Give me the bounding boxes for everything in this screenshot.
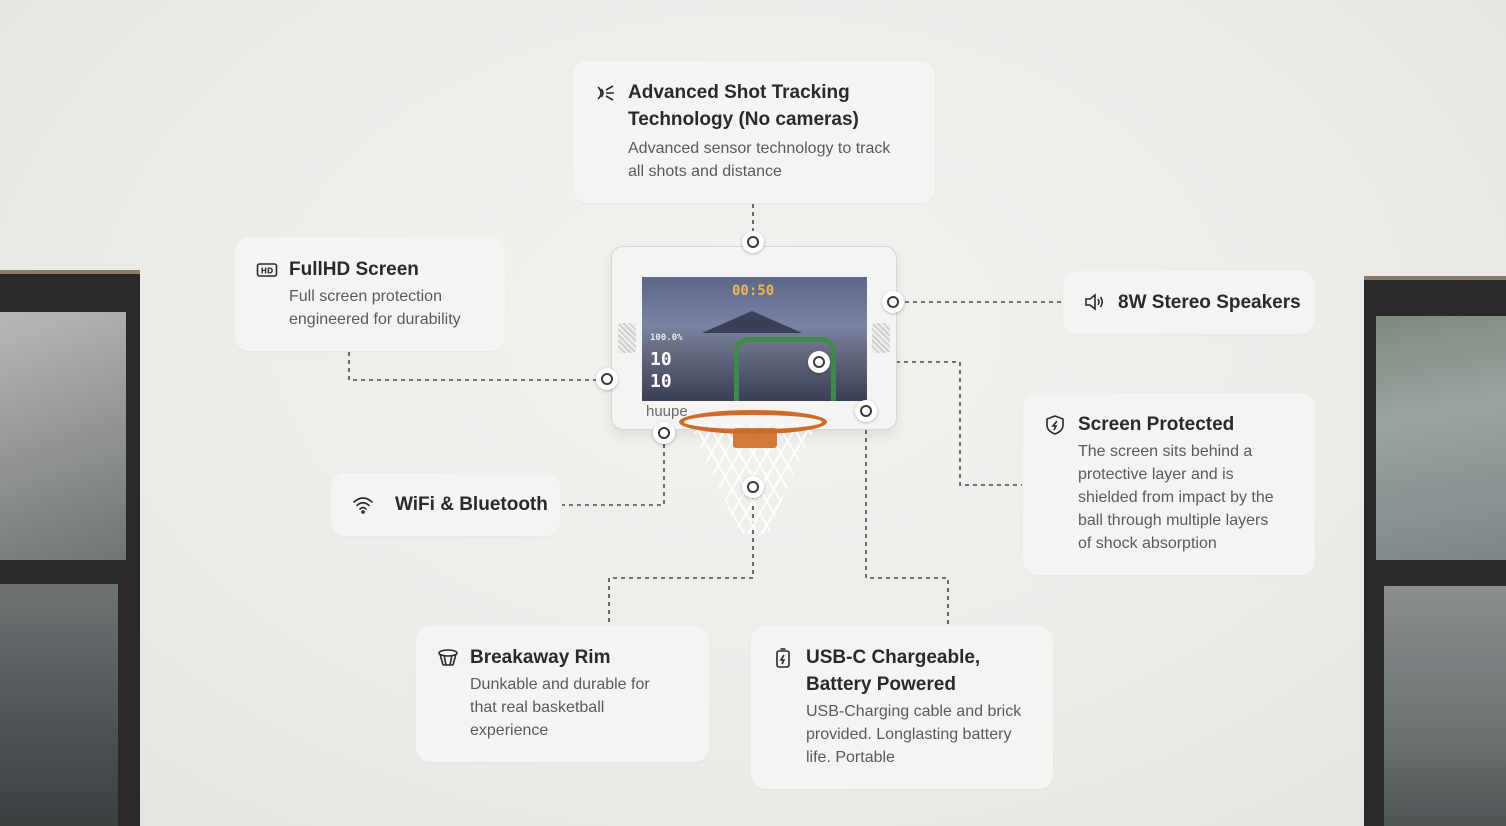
card-desc-line: Dunkable and durable for: [470, 676, 650, 693]
card-desc: Advanced sensor technology to track all …: [628, 137, 924, 183]
window-pane: [0, 584, 118, 826]
card-desc-line: that real basketball: [470, 699, 605, 716]
card-desc-line: Full screen protection: [289, 288, 442, 305]
card-desc-line: ball through multiple layers: [1078, 512, 1269, 529]
shots-attempted: 10: [650, 371, 672, 392]
card-desc-line: experience: [470, 722, 549, 739]
right-window: [1364, 276, 1506, 826]
callout-dot-speakers: [882, 291, 904, 313]
card-desc-line: of shock absorption: [1078, 535, 1217, 552]
feature-card-shot-tracking: Advanced Shot Tracking Technology (No ca…: [573, 61, 935, 203]
game-timer: 00:50: [732, 283, 775, 299]
card-desc: Dunkable and durable for that real baske…: [470, 673, 704, 742]
card-title: Advanced Shot Tracking: [628, 82, 850, 103]
basketball-rim: [679, 410, 827, 434]
callout-dot-tracking: [742, 231, 764, 253]
feature-card-usb-c: USB-C Chargeable, Battery Powered USB-Ch…: [751, 626, 1053, 789]
feature-card-fullhd-screen: HD FullHD Screen Full screen protection …: [235, 237, 505, 351]
left-window: [0, 270, 140, 826]
card-desc-line: provided. Longlasting battery: [806, 726, 1012, 743]
card-desc-line: life. Portable: [806, 749, 895, 766]
wifi-icon: [352, 494, 374, 516]
callout-dot-screen: [596, 368, 618, 390]
card-title: Screen Protected: [1078, 414, 1235, 435]
feature-card-wifi-bluetooth: WiFi & Bluetooth: [331, 473, 560, 536]
svg-text:HD: HD: [261, 267, 274, 276]
card-desc-line: shielded from impact by the: [1078, 489, 1274, 506]
card-title: Breakaway Rim: [470, 647, 611, 668]
feature-card-speakers: 8W Stereo Speakers: [1063, 271, 1315, 334]
card-desc-line: engineered for durability: [289, 311, 461, 328]
card-desc-line: all shots and distance: [628, 163, 782, 180]
card-desc: Full screen protection engineered for du…: [289, 285, 499, 331]
card-desc-line: The screen sits behind a: [1078, 443, 1253, 460]
hoop-icon: [437, 647, 459, 669]
card-title: Battery Powered: [806, 674, 956, 695]
battery-icon: [772, 647, 794, 669]
callout-dot-rim: [742, 476, 764, 498]
card-title: Technology (No cameras): [628, 109, 859, 130]
right-speaker-grille: [872, 323, 890, 353]
callout-dot-usb: [855, 400, 877, 422]
card-desc-line: USB-Charging cable and brick: [806, 703, 1022, 720]
callout-dot-wifi: [653, 422, 675, 444]
window-pane: [1376, 316, 1506, 560]
card-desc: The screen sits behind a protective laye…: [1078, 440, 1310, 555]
smart-hoop-device: 00:50 100.0% 10 10 huupe: [611, 246, 897, 430]
card-title: 8W Stereo Speakers: [1118, 292, 1301, 313]
feature-card-breakaway-rim: Breakaway Rim Dunkable and durable for t…: [416, 626, 709, 762]
window-pane: [1384, 586, 1506, 826]
shield-icon: [1044, 414, 1066, 436]
card-title: FullHD Screen: [289, 259, 419, 280]
sensor-icon: [594, 82, 616, 104]
mountain-graphic: [702, 311, 802, 333]
speaker-icon: [1083, 291, 1105, 313]
brand-logo: huupe: [646, 403, 688, 420]
card-title: USB-C Chargeable,: [806, 647, 981, 668]
card-desc-line: protective layer and is: [1078, 466, 1234, 483]
device-screen: 00:50 100.0% 10 10: [642, 277, 867, 401]
window-pane: [0, 312, 126, 560]
shooting-percent: 100.0%: [650, 333, 683, 343]
left-speaker-grille: [618, 323, 636, 353]
green-frame-graphic: [734, 337, 836, 401]
card-desc-line: Advanced sensor technology to track: [628, 140, 891, 157]
hd-icon: HD: [256, 259, 278, 281]
callout-dot-protected: [808, 351, 830, 373]
feature-card-screen-protected: Screen Protected The screen sits behind …: [1023, 393, 1315, 575]
card-desc: USB-Charging cable and brick provided. L…: [806, 700, 1048, 769]
card-title: WiFi & Bluetooth: [395, 494, 548, 515]
shots-made: 10: [650, 349, 672, 370]
